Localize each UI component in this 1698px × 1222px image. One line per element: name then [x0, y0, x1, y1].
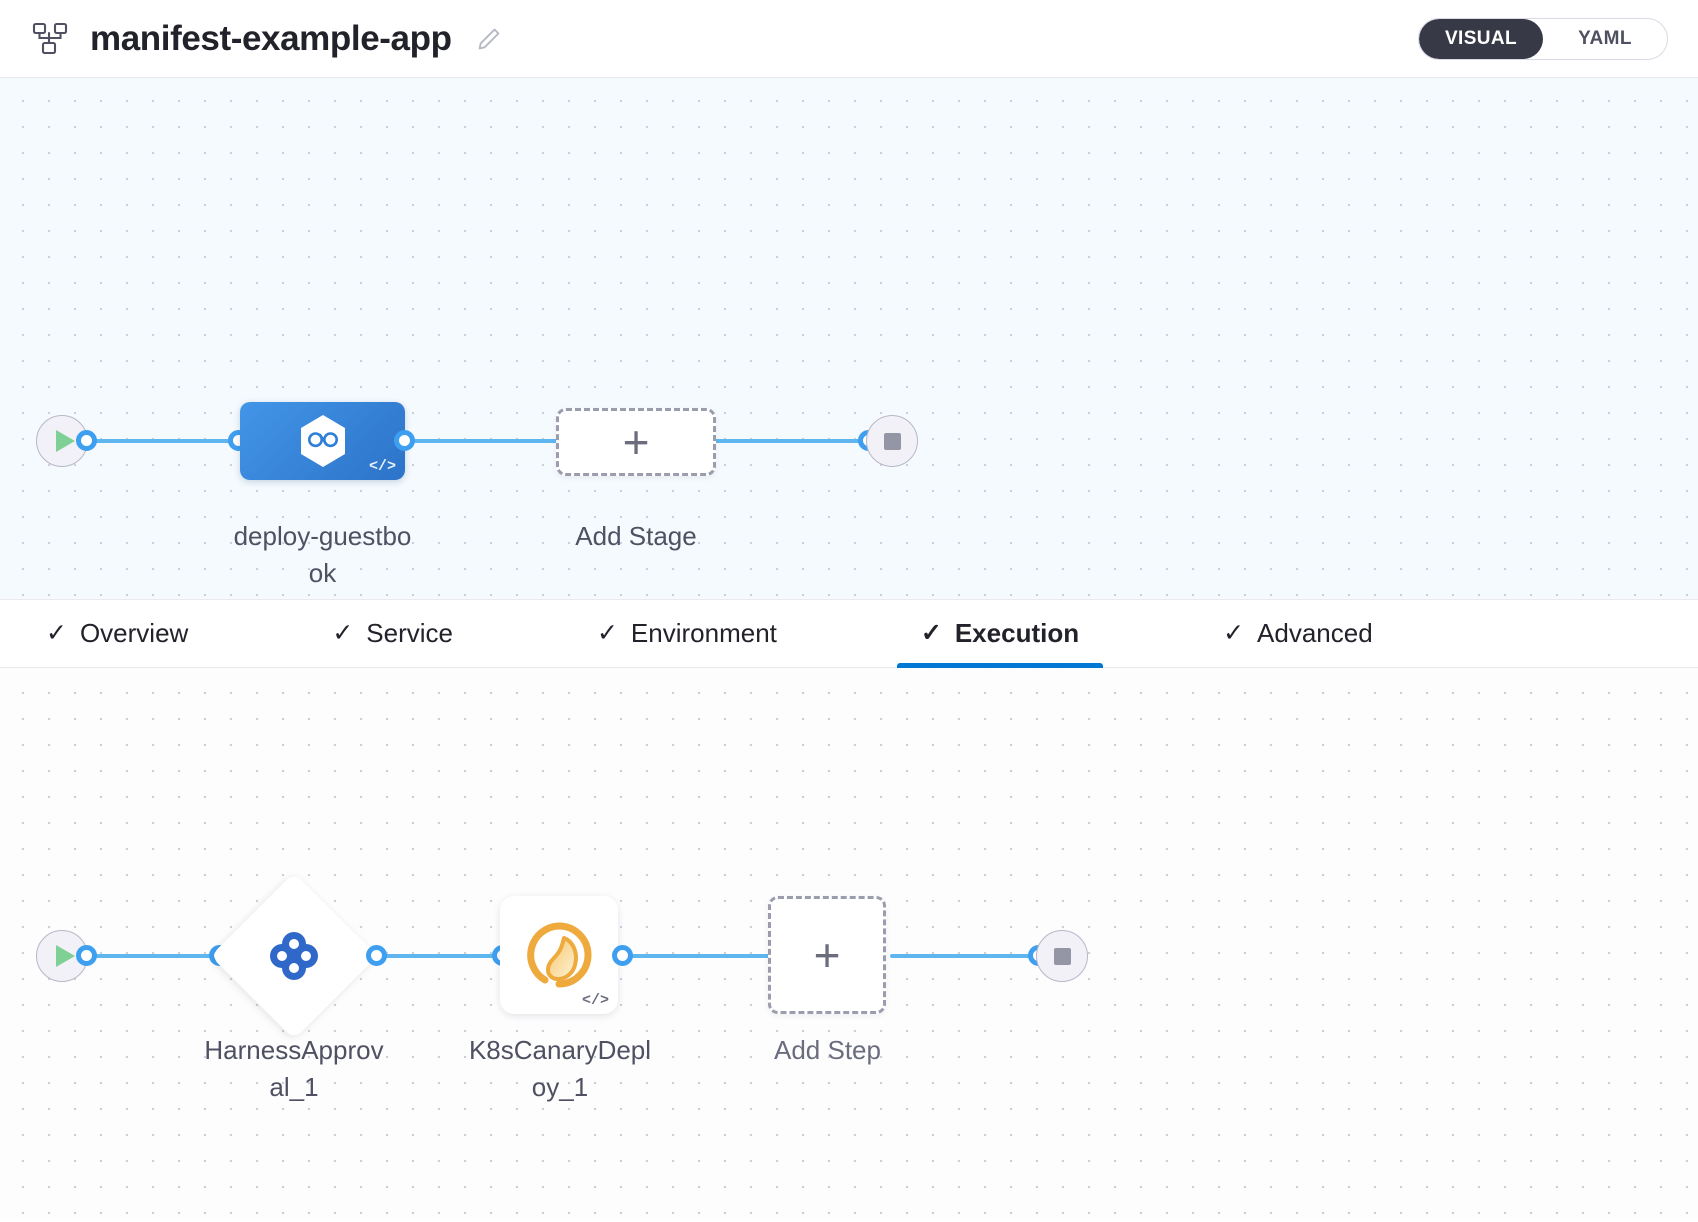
stop-icon	[883, 432, 901, 450]
step-code-badge: </>	[581, 992, 609, 1009]
end-node-circle	[866, 415, 918, 467]
add-step-box[interactable]: +	[768, 896, 886, 1014]
harness-cd-hexagon-icon	[300, 415, 345, 467]
step-label-k8s-canary-deploy: K8sCanaryDeploy_1	[468, 1035, 652, 1102]
step-node-harness-approval[interactable]	[210, 872, 378, 1040]
step-port-k8s-out[interactable]	[612, 945, 633, 966]
end-node-circle	[1036, 930, 1088, 982]
check-icon: ✓	[596, 619, 618, 647]
check-icon: ✓	[332, 619, 354, 647]
check-icon: ✓	[46, 619, 67, 647]
stage-label-deploy-guestbook: deploy-guestbook	[233, 521, 412, 588]
execution-end-node[interactable]	[1036, 930, 1088, 982]
k8s-step-box[interactable]: </>	[500, 896, 618, 1014]
play-icon	[55, 430, 75, 452]
stage-port-start-out[interactable]	[76, 430, 97, 451]
stage-port-deploy-out[interactable]	[394, 430, 415, 451]
stage-code-badge: </>	[368, 458, 396, 475]
stage-config-tabs[interactable]: ✓ Overview ✓ Service ✓ Environment ✓ Exe…	[0, 600, 1698, 668]
pipeline-end-node[interactable]	[866, 415, 918, 467]
step-label-harness-approval: HarnessApproval_1	[204, 1035, 384, 1102]
tab-overview[interactable]: ✓ Overview	[22, 600, 212, 667]
tab-service[interactable]: ✓ Service	[308, 600, 477, 667]
tab-environment[interactable]: ✓ Environment	[573, 600, 801, 667]
kubernetes-canary-icon	[527, 922, 592, 988]
stage-box[interactable]: </>	[240, 402, 405, 480]
stage-graph-canvas[interactable]: </> deploy-guestbook + Add Stage	[0, 78, 1698, 600]
add-stage-button[interactable]: +	[556, 408, 716, 476]
mode-option-yaml[interactable]: YAML	[1578, 28, 1632, 49]
tab-advanced[interactable]: ✓ Advanced	[1199, 600, 1397, 667]
check-icon: ✓	[1223, 619, 1245, 647]
check-icon: ✓	[920, 619, 942, 647]
add-step-button[interactable]: +	[768, 896, 886, 1014]
tab-execution[interactable]: ✓ Execution	[896, 600, 1104, 668]
execution-graph-canvas[interactable]: HarnessApproval_1 </> K8sCanaryDeploy_1 …	[0, 668, 1698, 1221]
step-edge-approval-to-k8s	[378, 954, 513, 958]
step-edge-k8s-to-add	[624, 954, 844, 958]
pipeline-hierarchy-icon	[28, 17, 72, 61]
edit-pencil-icon[interactable]	[474, 24, 504, 54]
tab-advanced-label: Advanced	[1257, 618, 1373, 648]
step-port-approval-out[interactable]	[366, 945, 387, 966]
harness-approval-icon	[263, 925, 325, 987]
stage-edge-add-to-end	[700, 439, 880, 443]
app-header: manifest-example-app VISUAL YAML	[0, 0, 1698, 78]
play-icon	[55, 945, 75, 967]
plus-icon: +	[813, 929, 841, 981]
step-node-k8s-canary-deploy[interactable]: </>	[500, 896, 618, 1014]
mode-option-visual[interactable]: VISUAL	[1419, 19, 1543, 59]
step-edge-add-to-end	[890, 954, 1050, 958]
add-stage-box[interactable]: +	[556, 408, 716, 476]
add-stage-label: Add Stage	[575, 521, 697, 551]
plus-icon: +	[622, 416, 650, 468]
step-edge-start-to-approval	[88, 954, 233, 958]
view-mode-toggle[interactable]: VISUAL YAML	[1418, 18, 1668, 60]
add-step-label: Add Step	[774, 1035, 881, 1065]
tab-service-label: Service	[366, 618, 453, 648]
step-port-start-out[interactable]	[76, 945, 97, 966]
stage-edge-start-to-deploy	[88, 439, 248, 443]
tab-environment-label: Environment	[630, 618, 777, 648]
page-title: manifest-example-app	[90, 18, 452, 58]
tab-overview-label: Overview	[79, 618, 189, 648]
stage-edge-deploy-to-add	[400, 439, 570, 443]
stop-icon	[1053, 947, 1071, 965]
stage-node-deploy-guestbook[interactable]: </>	[240, 402, 405, 480]
tab-execution-label: Execution	[954, 618, 1080, 648]
